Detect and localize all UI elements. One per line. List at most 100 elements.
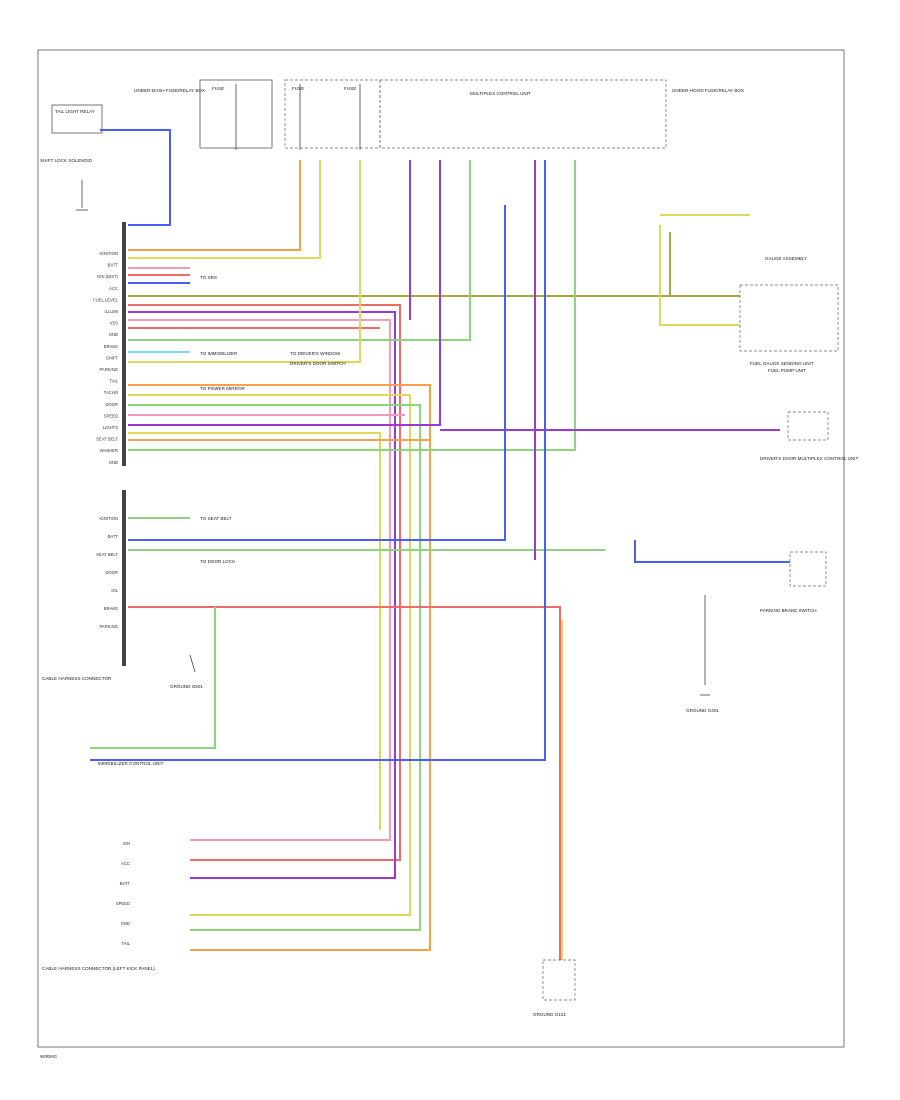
wire-purple-2 [128, 160, 441, 426]
parking-brake-label: PARKING BRAKE SWITCH [760, 608, 817, 613]
diagram-frame [37, 49, 845, 1048]
leftPins-pin: TACHO [104, 390, 119, 395]
left-pin-labels-lower: IGNITION BATT SEAT BELT DOOR OIL BRAKE PARKING [96, 516, 119, 629]
wire-green-3 [128, 160, 576, 451]
parking-brake-switch: PARKING BRAKE SWITCH [704, 551, 827, 685]
note-d: TO POWER MIRROR [200, 386, 246, 391]
leftPins-pin: VSS [110, 321, 119, 326]
fuse-box-2: FUSE FUSE [284, 79, 381, 150]
note-b: TO IMMOBILIZER [200, 351, 238, 356]
wire-yellow-2 [128, 160, 361, 363]
leftPinsLower-pin: OIL [111, 588, 118, 593]
leftPins-pin: FUEL LEVEL [93, 297, 118, 302]
wire-red-2 [128, 304, 401, 861]
ground-right-label: GROUND G401 [686, 708, 719, 713]
wire-purple-3 [409, 160, 780, 431]
leftPins-pin: DOOR [105, 402, 118, 407]
fuse-box-3-label: FUSE [344, 86, 356, 91]
bottom-pin-labels: IGN ACC BATT SPEED GND TAIL [116, 841, 131, 946]
leftPins-pin: ACC [109, 286, 118, 291]
leftPins-pin: GND [109, 460, 118, 465]
ground-bottom: GROUND G101 [533, 959, 576, 1017]
left-pin-labels: IGNITION BATT IGN (DIST) ACC FUEL LEVEL ILLUM… [93, 251, 118, 465]
ground-left-mid-label: GROUND G501 [170, 684, 203, 689]
wire-green-1 [128, 160, 471, 341]
left-connector-block: CABLE HARNESS CONNECTOR CABLE HARNESS CO… [42, 222, 155, 971]
bottomPins-pin: ACC [121, 861, 130, 866]
leftPins-pin: SHIFT [106, 355, 119, 360]
immobilizer-label: IMMOBILIZER CONTROL UNIT [98, 761, 164, 766]
wire-yellow-1 [128, 160, 321, 259]
wire-blue-1 [100, 129, 171, 226]
multiplex-unit-label: MULTIPLEX CONTROL UNIT [470, 91, 531, 96]
bottomPins-pin: SPEED [116, 901, 130, 906]
fuel-gauge-unit-label: FUEL GAUGE SENDING UNIT [750, 361, 814, 366]
leftPins-pin: PARKING [99, 367, 118, 372]
leftPins-pin: IGN (DIST) [97, 274, 119, 279]
bottomPins-pin: BATT [120, 881, 131, 886]
tail-light-relay: TAIL LIGHT RELAY [51, 104, 103, 134]
wire-orange-2 [128, 384, 431, 951]
leftPins-pin: SEAT BELT [96, 437, 118, 442]
footer-text: WIRING [40, 1054, 58, 1059]
leftPins-pin: TAIL [109, 379, 118, 384]
leftPins-pin: BRAKE [104, 344, 118, 349]
under-hood-box-label: UNDER-HOOD FUSE/RELAY BOX [672, 88, 744, 93]
driver-door-unit-label: DRIVER'S DOOR MULTIPLEX CONTROL UNIT [760, 456, 859, 461]
leftPinsLower-pin: BRAKE [104, 606, 118, 611]
note-group: TO SRS TO IMMOBILIZER TO DRIVER'S WINDOW… [200, 275, 341, 564]
gauge-assembly-label: GAUGE ASSEMBLY [765, 256, 807, 261]
note-e: TO SEAT BELT [200, 516, 232, 521]
fuse-box-2-label: FUSE [292, 86, 304, 91]
leftPins-pin: GND [109, 332, 118, 337]
fuse-box-1: FUSE [199, 79, 273, 150]
bottomPins-pin: GND [121, 921, 130, 926]
note-a: TO SRS [200, 275, 217, 280]
wire-blue-3 [128, 205, 506, 541]
wire-pink-2 [128, 319, 391, 841]
door-switch-label: DRIVER'S DOOR SWITCH [290, 361, 346, 366]
ground-left-top: SHIFT LOCK SOLENOID [40, 158, 93, 211]
leftPinsLower-pin: DOOR [105, 570, 118, 575]
wire-orange-1 [128, 160, 301, 251]
ground-bottom-label: GROUND G101 [533, 1012, 566, 1017]
wire-blue-5 [90, 160, 546, 761]
wire-purple-1 [128, 311, 396, 879]
driver-door-unit: DRIVER'S DOOR MULTIPLEX CONTROL UNIT [760, 411, 859, 461]
wire-yellow-4 [128, 432, 381, 830]
multiplex-control-unit: MULTIPLEX CONTROL UNIT [379, 79, 667, 149]
leftPins-pin: LIGHTS [103, 425, 118, 430]
tail-light-relay-label: TAIL LIGHT RELAY [55, 109, 95, 114]
leftPinsLower-pin: BATT [108, 534, 119, 539]
ground-left-mid: GROUND G501 [170, 654, 203, 689]
bottomPins-pin: IGN [123, 841, 130, 846]
immobilizer-unit: IMMOBILIZER CONTROL UNIT [98, 761, 164, 766]
under-dash-box-label: UNDER-DASH FUSE/RELAY BOX [134, 88, 205, 93]
gauge-assembly: GAUGE ASSEMBLY FUEL GAUGE SENDING UNIT [739, 256, 839, 366]
cable-harness-label: CABLE HARNESS CONNECTOR [42, 676, 112, 681]
bottomPins-pin: TAIL [121, 941, 130, 946]
fuse-box-1-label: FUSE [212, 86, 224, 91]
leftPins-pin: WASHER [100, 448, 118, 453]
cable-harness-lower-label: CABLE HARNESS CONNECTOR (LEFT KICK PANEL… [42, 966, 155, 971]
wire-blue-4 [634, 540, 790, 563]
leftPins-pin: BATT [108, 263, 119, 268]
note-c: TO DRIVER'S WINDOW [290, 351, 341, 356]
leftPinsLower-pin: PARKING [99, 624, 118, 629]
leftPinsLower-pin: IGNITION [99, 516, 118, 521]
wire-green-2 [128, 404, 421, 931]
wire-yellow-3 [128, 394, 411, 916]
leftPins-pin: IGNITION [99, 251, 118, 256]
fuel-pump-note: FUEL PUMP UNIT [768, 368, 806, 373]
leftPinsLower-pin: SEAT BELT [96, 552, 118, 557]
wire-green-6 [90, 607, 216, 749]
leftPins-pin: ILLUMI [105, 309, 119, 314]
leftPins-pin: SPEED [104, 413, 118, 418]
shift-lock-label: SHIFT LOCK SOLENOID [40, 158, 93, 163]
wire-set [90, 129, 790, 960]
note-f: TO DOOR LOCK [200, 559, 236, 564]
wire-red-4 [128, 606, 561, 960]
wire-yellow-6 [659, 214, 750, 326]
ground-right: GROUND G401 [686, 694, 719, 713]
